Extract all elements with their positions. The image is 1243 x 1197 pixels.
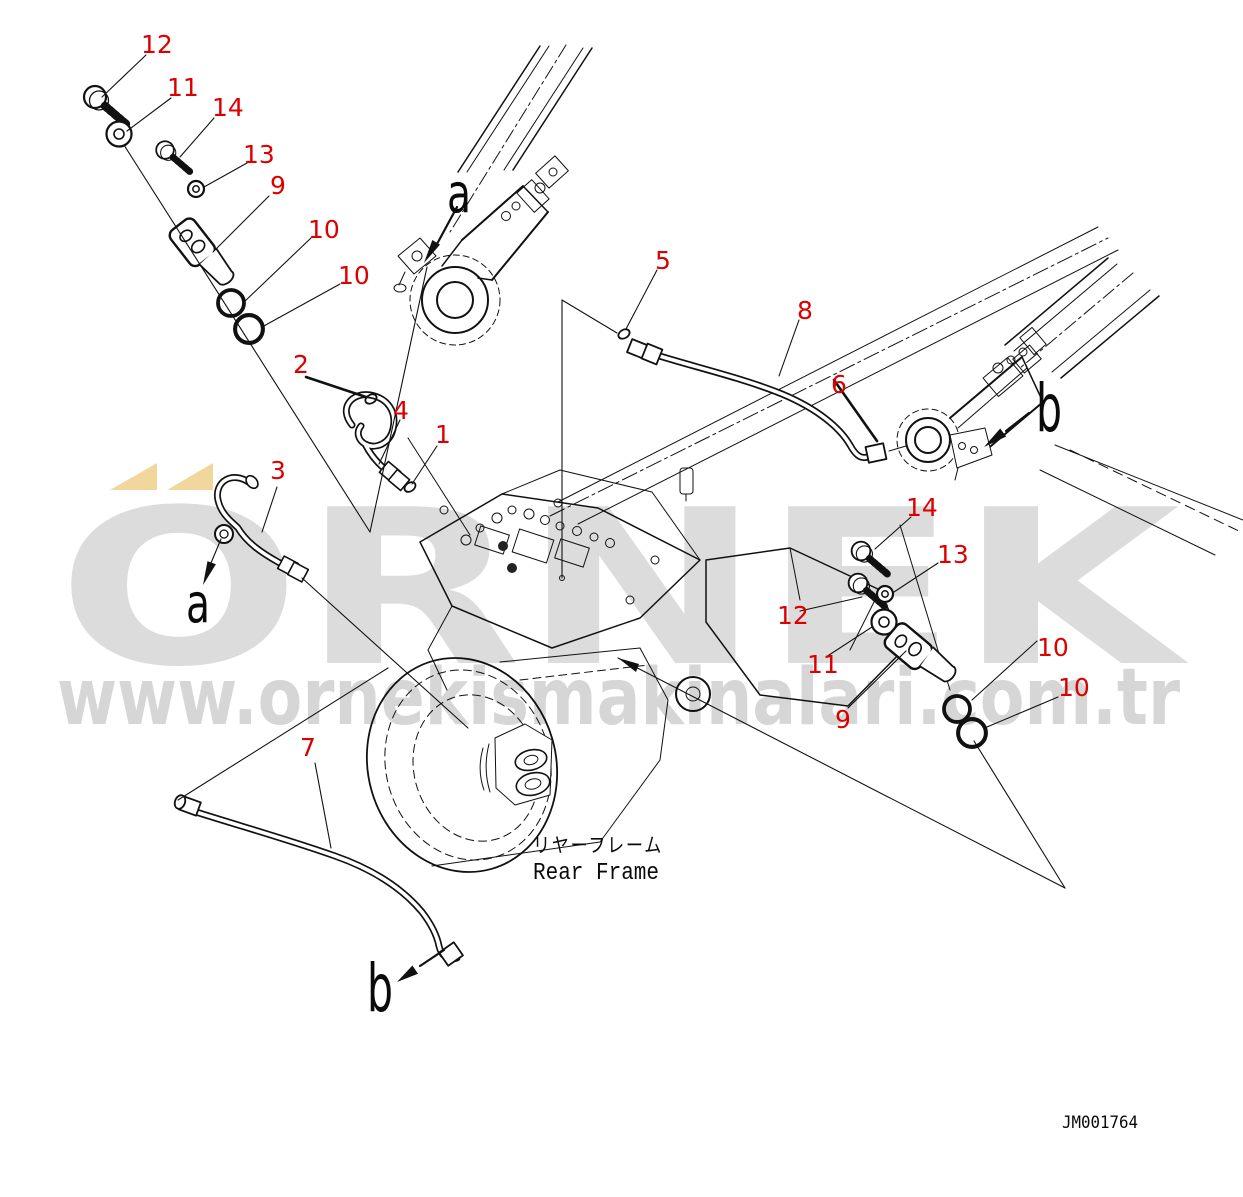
- frame-rails: [549, 226, 1119, 525]
- hose-3: [215, 473, 310, 583]
- o-ring-10b: [235, 315, 263, 343]
- view-label-a-top: a: [447, 162, 471, 225]
- callout-8: 8: [797, 296, 813, 325]
- washer-13: [186, 179, 206, 199]
- right-parts-group: [849, 524, 986, 747]
- bolt-12: [84, 86, 126, 124]
- bolt-14: [156, 141, 190, 171]
- callout-14-right: 14: [906, 493, 938, 522]
- flange-fitting-9: [165, 214, 239, 296]
- hose-7: [173, 794, 464, 967]
- watermark-url: www.ornekismakinalari.com.tr: [57, 653, 1180, 743]
- frame-label-en: Rear Frame: [533, 860, 659, 887]
- watermark: ORNEK www.ornekismakinalari.com.tr: [57, 463, 1190, 743]
- boom-a: [449, 44, 593, 233]
- view-letter-labels: a a b b: [186, 162, 1062, 1027]
- callout-9-right: 9: [835, 705, 851, 734]
- callout-leaders: [101, 54, 1059, 849]
- callout-13-right: 13: [937, 540, 969, 569]
- watermark-accent-triangle-left: [110, 463, 157, 490]
- callout-10b-right: 10: [1058, 673, 1090, 702]
- locator-lines: [123, 144, 1066, 889]
- view-label-b-top: b: [1036, 370, 1062, 447]
- callout-13-left: 13: [243, 140, 275, 169]
- o-ring-5: [615, 326, 633, 342]
- callout-11-left: 11: [167, 73, 199, 102]
- washer-13-right: [875, 584, 895, 604]
- callout-10a-right: 10: [1037, 633, 1069, 662]
- cylinder-a: [393, 155, 569, 346]
- callout-14-left: 14: [212, 93, 244, 122]
- view-arrow-a-left: [203, 538, 222, 585]
- callout-7: 7: [300, 733, 316, 762]
- view-label-a-left: a: [186, 572, 210, 635]
- callout-5: 5: [655, 246, 671, 275]
- watermark-accent-triangle-right: [167, 463, 213, 490]
- callout-10a-left: 10: [308, 215, 340, 244]
- view-arrow-b-bottom: [397, 948, 446, 982]
- view-arrow-b-top: [984, 411, 1031, 447]
- callout-9-left: 9: [270, 171, 286, 200]
- washer-11: [105, 120, 133, 148]
- titles: リヤーフレーム Rear Frame JM001764: [533, 833, 1138, 1133]
- boom-b: [1004, 257, 1243, 556]
- callout-4: 4: [393, 396, 409, 425]
- line-art: [84, 44, 1243, 982]
- view-label-b-bottom: b: [367, 950, 393, 1027]
- cylinder-b: [888, 326, 1047, 481]
- callout-2: 2: [293, 350, 309, 379]
- control-valve: [407, 437, 701, 691]
- view-arrow-a-top: [424, 205, 459, 263]
- callout-10b-left: 10: [338, 261, 370, 290]
- drawing-number: JM001764: [1062, 1113, 1138, 1133]
- callout-12-right: 12: [777, 601, 809, 630]
- left-parts-group: [84, 86, 263, 343]
- hose-8: [615, 326, 888, 464]
- frame-label-ja: リヤーフレーム: [533, 833, 663, 857]
- callout-12-left: 12: [141, 30, 173, 59]
- callout-3: 3: [270, 456, 286, 485]
- o-ring-10a: [216, 288, 246, 318]
- watermark-brand: ORNEK: [57, 463, 1190, 714]
- callout-1: 1: [435, 420, 451, 449]
- callout-6: 6: [831, 370, 847, 399]
- callout-11-right: 11: [807, 650, 839, 679]
- tow-lug: [479, 723, 553, 806]
- callout-labels: 12 11 14 13 9 10 10 2 4 1 3 5 8 6 7 14 1…: [141, 30, 1090, 762]
